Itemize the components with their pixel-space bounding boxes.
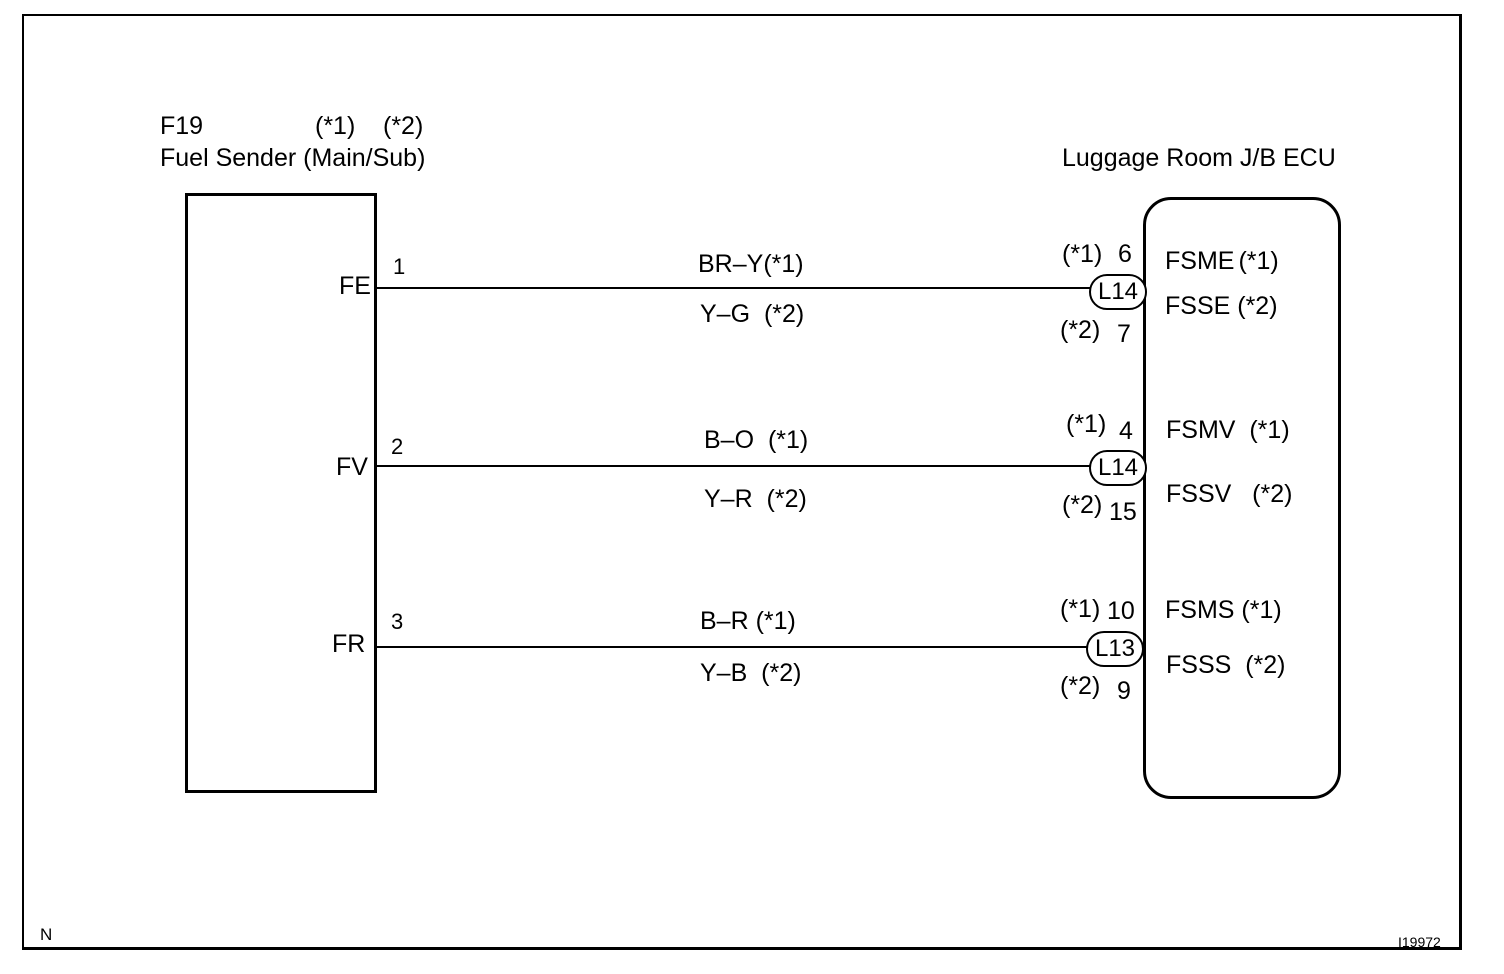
sender-pin-2: 2: [391, 434, 404, 459]
wire-2-color-2: Y–R (*2): [704, 485, 807, 513]
fuel-sender-box: [185, 193, 377, 793]
ecu-3-label-2: FSSS (*2): [1166, 651, 1286, 679]
connector-l14-a: L14: [1089, 274, 1147, 310]
wire-3-color-1: B–R (*1): [700, 607, 796, 635]
wire-1-color-1: BR–Y(*1): [698, 250, 804, 278]
sender-variant-1: (*1): [315, 112, 356, 140]
wire-2-color-1: B–O (*1): [704, 426, 809, 454]
wire-1-color-2: Y–G (*2): [700, 300, 805, 328]
ecu-2-pin-1: 4: [1119, 417, 1133, 445]
ecu-2-tag-1: (*1): [1066, 410, 1107, 438]
sender-pin-1: 1: [393, 254, 406, 279]
ecu-1-tag-1: (*1): [1062, 240, 1103, 268]
figure-id: I19972: [1398, 934, 1441, 950]
wire-3-color-2: Y–B (*2): [700, 659, 802, 687]
sender-name: Fuel Sender (Main/Sub): [160, 144, 426, 172]
ecu-1-pin-1: 6: [1118, 240, 1132, 268]
ecu-2-label-2: FSSV (*2): [1166, 480, 1293, 508]
connector-l13: L13: [1086, 631, 1144, 667]
wire-fv: [377, 465, 1090, 467]
connector-l14-b: L14: [1089, 450, 1147, 486]
sender-code: F19: [160, 112, 204, 140]
ecu-1-label-2: FSSE (*2): [1165, 292, 1278, 320]
sender-pin-3: 3: [391, 609, 404, 634]
ecu-3-pin-1: 10: [1107, 597, 1135, 625]
ecu-2-pin-2: 15: [1109, 498, 1137, 526]
sender-terminal-fr: FR: [332, 630, 366, 658]
ecu-2-label-1: FSMV (*1): [1166, 416, 1290, 444]
ecu-3-pin-2: 9: [1117, 677, 1131, 705]
ecu-2-tag-2: (*2): [1062, 491, 1103, 519]
ecu-3-tag-2: (*2): [1060, 672, 1101, 700]
sender-variant-2: (*2): [383, 112, 424, 140]
wire-fe: [377, 287, 1090, 289]
ecu-3-label-1: FSMS (*1): [1165, 596, 1282, 624]
ecu-1-label-1: FSME(*1): [1165, 247, 1279, 275]
corner-mark: N: [40, 925, 53, 944]
ecu-1-pin-2: 7: [1117, 320, 1131, 348]
ecu-name: Luggage Room J/B ECU: [1062, 144, 1336, 172]
diagram-frame: [22, 14, 1462, 950]
ecu-1-tag-2: (*2): [1060, 316, 1101, 344]
wire-fr: [377, 646, 1090, 648]
ecu-3-tag-1: (*1): [1060, 595, 1101, 623]
ecu-box: [1143, 197, 1341, 799]
sender-terminal-fv: FV: [336, 453, 368, 481]
sender-terminal-fe: FE: [339, 272, 371, 300]
